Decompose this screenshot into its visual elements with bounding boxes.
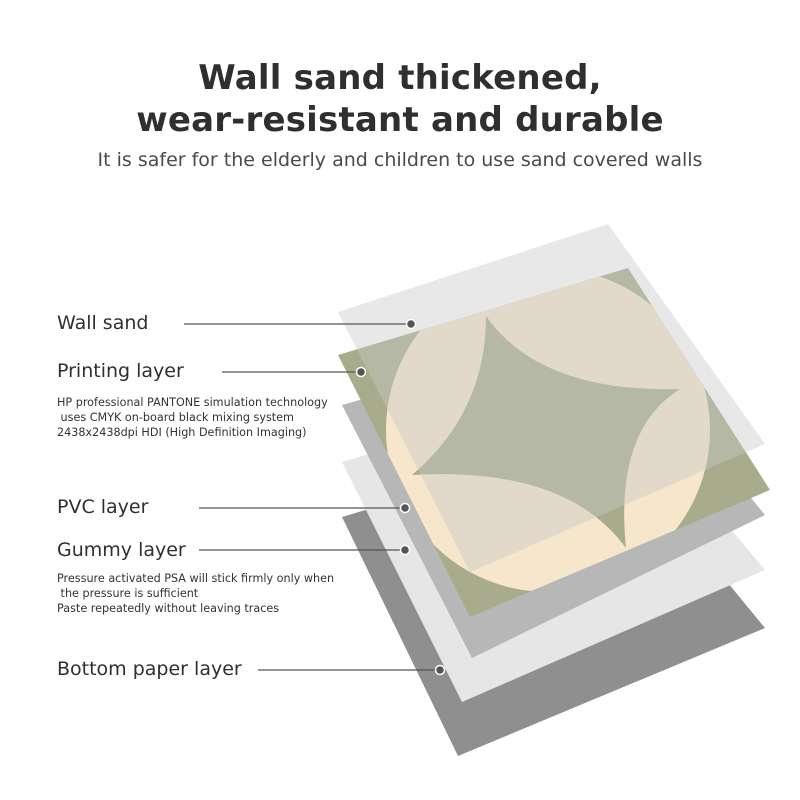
pattern-star [412, 316, 680, 548]
pvc-layer-label: PVC layer [57, 496, 149, 518]
gummy-layer-label: Gummy layer [57, 539, 186, 561]
printing-dot [355, 366, 367, 378]
bottom-paper-dot [434, 664, 446, 676]
printing-desc-2: uses CMYK on-board black mixing system [57, 411, 294, 424]
printing-desc-3: 2438x2438dpi HDI (High Definition Imagin… [57, 426, 307, 439]
wall-sand-dot [405, 318, 417, 330]
wall-sand-layer [338, 224, 765, 572]
printing-layer-label: Printing layer [57, 360, 184, 382]
title-line-2: wear-resistant and durable [136, 100, 664, 140]
gummy-desc-3: Paste repeatedly without leaving traces [57, 602, 280, 615]
printing-desc-1: HP professional PANTONE simulation techn… [57, 396, 328, 409]
title-line-1: Wall sand thickened, [198, 58, 602, 98]
wall-sand-label: Wall sand [57, 312, 149, 334]
gummy-desc-2: the pressure is sufficient [57, 587, 199, 600]
bottom-paper-layer-label: Bottom paper layer [57, 658, 242, 680]
gummy-desc-1: Pressure activated PSA will stick firmly… [57, 572, 335, 585]
subtitle: It is safer for the elderly and children… [97, 149, 703, 171]
pvc-dot [399, 502, 411, 514]
gummy-dot [399, 544, 411, 556]
printing-layer [338, 268, 770, 617]
